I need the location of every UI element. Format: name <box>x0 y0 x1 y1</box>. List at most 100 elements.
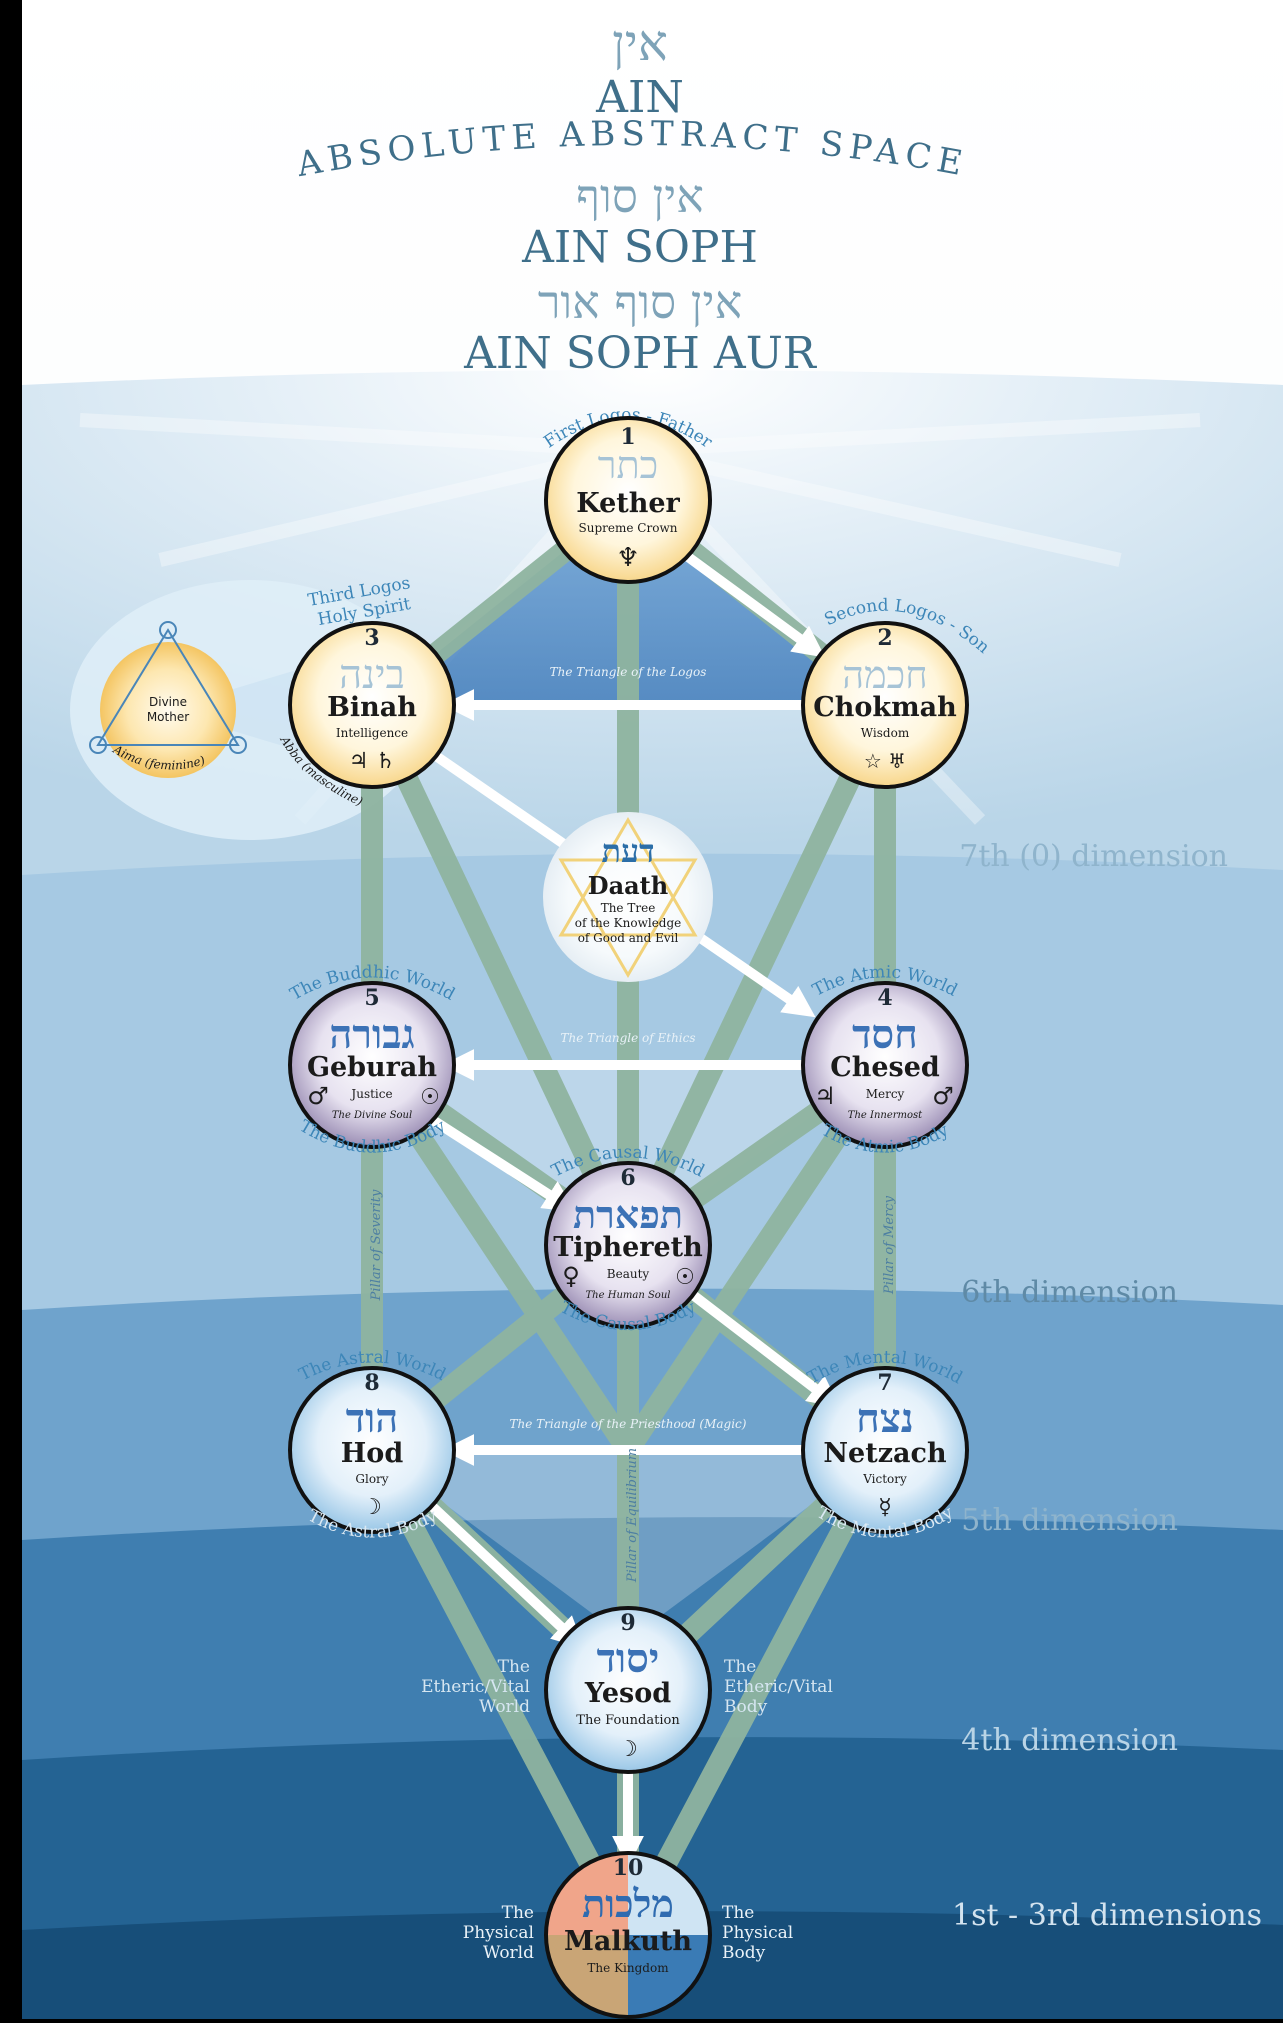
physical-world-line1: The <box>502 1903 534 1923</box>
sephirah-kether: 1 כתר Kether Supreme Crown ♆ <box>544 416 712 584</box>
jupiter-icon: ♃ <box>814 1082 836 1110</box>
binah-name: Binah <box>327 692 417 723</box>
ain-title: AIN <box>595 72 684 123</box>
sephirah-binah: 3 בינה Binah Intelligence ♃ ♄ <box>288 621 456 789</box>
netzach-number: 7 <box>877 1370 892 1396</box>
triangle-node-left <box>89 736 107 754</box>
hod-meaning: Glory <box>355 1472 388 1486</box>
geburah-name: Geburah <box>307 1052 437 1083</box>
kether-name: Kether <box>576 488 680 519</box>
mars-icon: ♂ <box>307 1082 329 1110</box>
sun-icon: ☉ <box>675 1265 695 1290</box>
venus-icon: ♀ <box>562 1262 580 1290</box>
binah-number: 3 <box>364 625 379 651</box>
chesed-meaning: Mercy <box>866 1087 905 1101</box>
triangle-priesthood-label: The Triangle of the Priesthood (Magic) <box>510 1417 747 1431</box>
daath-hebrew: דעת <box>601 832 654 870</box>
geburah-hebrew: גבורה <box>329 1011 414 1058</box>
daath-line2: of the Knowledge <box>575 916 682 930</box>
daath-name: Daath <box>588 871 668 900</box>
physical-world-line3: World <box>483 1943 534 1963</box>
kether-number: 1 <box>620 424 635 450</box>
hod-name: Hod <box>341 1438 404 1469</box>
chokmah-number: 2 <box>877 625 892 651</box>
triangle-node-top <box>159 621 177 639</box>
yesod-number: 9 <box>620 1610 635 1636</box>
binah-meaning: Intelligence <box>336 726 408 740</box>
sephirah-hod: 8 הוד Hod Glory ☽ <box>288 1366 456 1534</box>
moon-icon: ☽ <box>618 1737 638 1762</box>
daath-star-down <box>558 858 698 978</box>
physical-body-line3: Body <box>722 1943 766 1963</box>
malkuth-circle <box>544 1851 712 2019</box>
etheric-world-line3: World <box>479 1697 530 1717</box>
chokmah-meaning: Wisdom <box>861 726 910 740</box>
triangle-node-right <box>229 736 247 754</box>
tiphereth-meaning: Beauty <box>607 1267 650 1281</box>
dimension-label-1st-3rd: 1st - 3rd dimensions <box>952 1898 1262 1933</box>
binah-hebrew: בינה <box>339 652 405 698</box>
tiphereth-number: 6 <box>620 1165 635 1191</box>
divine-mother-triangle <box>96 628 240 746</box>
sephirah-geburah: 5 גבורה Geburah Justice The Divine Soul … <box>288 981 456 1149</box>
netzach-hebrew: נצח <box>856 1395 914 1442</box>
hod-number: 8 <box>364 1370 379 1396</box>
sephirah-chesed: 4 חסד Chesed Mercy The Innermost ♃ ♂ <box>801 981 969 1149</box>
physical-world-line2: Physical <box>463 1923 534 1943</box>
dimension-label-4th: 4th dimension <box>961 1723 1178 1758</box>
netzach-name: Netzach <box>823 1438 947 1469</box>
sephirah-malkuth: 10 מלכות Malkuth The Kingdom <box>544 1851 712 2019</box>
kether-hebrew: כתר <box>598 443 658 487</box>
pillar-equilibrium-label: Pillar of Equilibrium <box>625 1448 640 1583</box>
chesed-body: The Innermost <box>848 1110 923 1121</box>
geburah-circle <box>288 981 456 1149</box>
ain-soph-aur-hebrew: אין סוף אור <box>538 275 742 329</box>
daath-line3: of Good and Evil <box>578 931 679 945</box>
geburah-body: The Divine Soul <box>332 1110 412 1121</box>
etheric-body-line2: Etheric/Vital <box>724 1677 833 1697</box>
pillar-mercy-label: Pillar of Mercy <box>882 1195 897 1295</box>
triangle-logos-label: The Triangle of the Logos <box>550 665 707 679</box>
hod-hebrew: הוד <box>346 1395 398 1442</box>
chesed-number: 4 <box>877 985 892 1011</box>
sephirah-chokmah: 2 חכמה Chokmah Wisdom ☆ ♅ <box>801 621 969 789</box>
etheric-body-line3: Body <box>724 1697 768 1717</box>
star-uranus-icon: ☆ ♅ <box>864 749 906 773</box>
chokmah-circle <box>801 621 969 789</box>
malkuth-meaning: The Kingdom <box>587 1961 669 1975</box>
ain-soph-aur-title: AIN SOPH AUR <box>463 328 818 379</box>
triangle-ethics-label: The Triangle of Ethics <box>560 1031 695 1045</box>
yesod-hebrew: יסוד <box>597 1635 660 1682</box>
tiphereth-hebrew: תפארת <box>573 1192 683 1237</box>
chesed-hebrew: חסד <box>852 1011 918 1058</box>
mother-label: Mother <box>147 710 189 724</box>
yesod-circle <box>544 1606 712 1774</box>
etheric-world-line2: Etheric/Vital <box>421 1677 530 1697</box>
daath-circle <box>543 812 713 982</box>
daath-star-up <box>558 817 698 937</box>
netzach-meaning: Victory <box>862 1472 907 1486</box>
tiphereth-name: Tiphereth <box>553 1232 703 1263</box>
dimension-label-7th: 7th (0) dimension <box>959 839 1228 874</box>
ain-soph-hebrew: אין סוף <box>576 169 704 223</box>
yesod-meaning: The Foundation <box>576 1713 680 1728</box>
binah-circle <box>288 621 456 789</box>
chokmah-hebrew: חכמה <box>842 653 927 697</box>
geburah-number: 5 <box>364 985 379 1011</box>
dimension-label-5th: 5th dimension <box>961 1503 1178 1538</box>
tiphereth-circle <box>544 1161 712 1329</box>
mercury-icon: ☿ <box>878 1495 892 1520</box>
physical-body-line1: The <box>722 1903 754 1923</box>
dimension-label-6th: 6th dimension <box>961 1275 1178 1310</box>
divine-label: Divine <box>149 695 187 709</box>
etheric-world-line1: The <box>498 1657 530 1677</box>
geburah-meaning: Justice <box>349 1087 392 1101</box>
neptune-icon: ♆ <box>616 543 639 573</box>
ain-hebrew: אין <box>612 14 668 72</box>
chokmah-name: Chokmah <box>813 692 957 723</box>
malkuth-number: 10 <box>613 1855 644 1881</box>
sephirah-daath: דעת Daath The Tree of the Knowledge of G… <box>543 812 713 982</box>
etheric-body-line1: The <box>724 1657 756 1677</box>
